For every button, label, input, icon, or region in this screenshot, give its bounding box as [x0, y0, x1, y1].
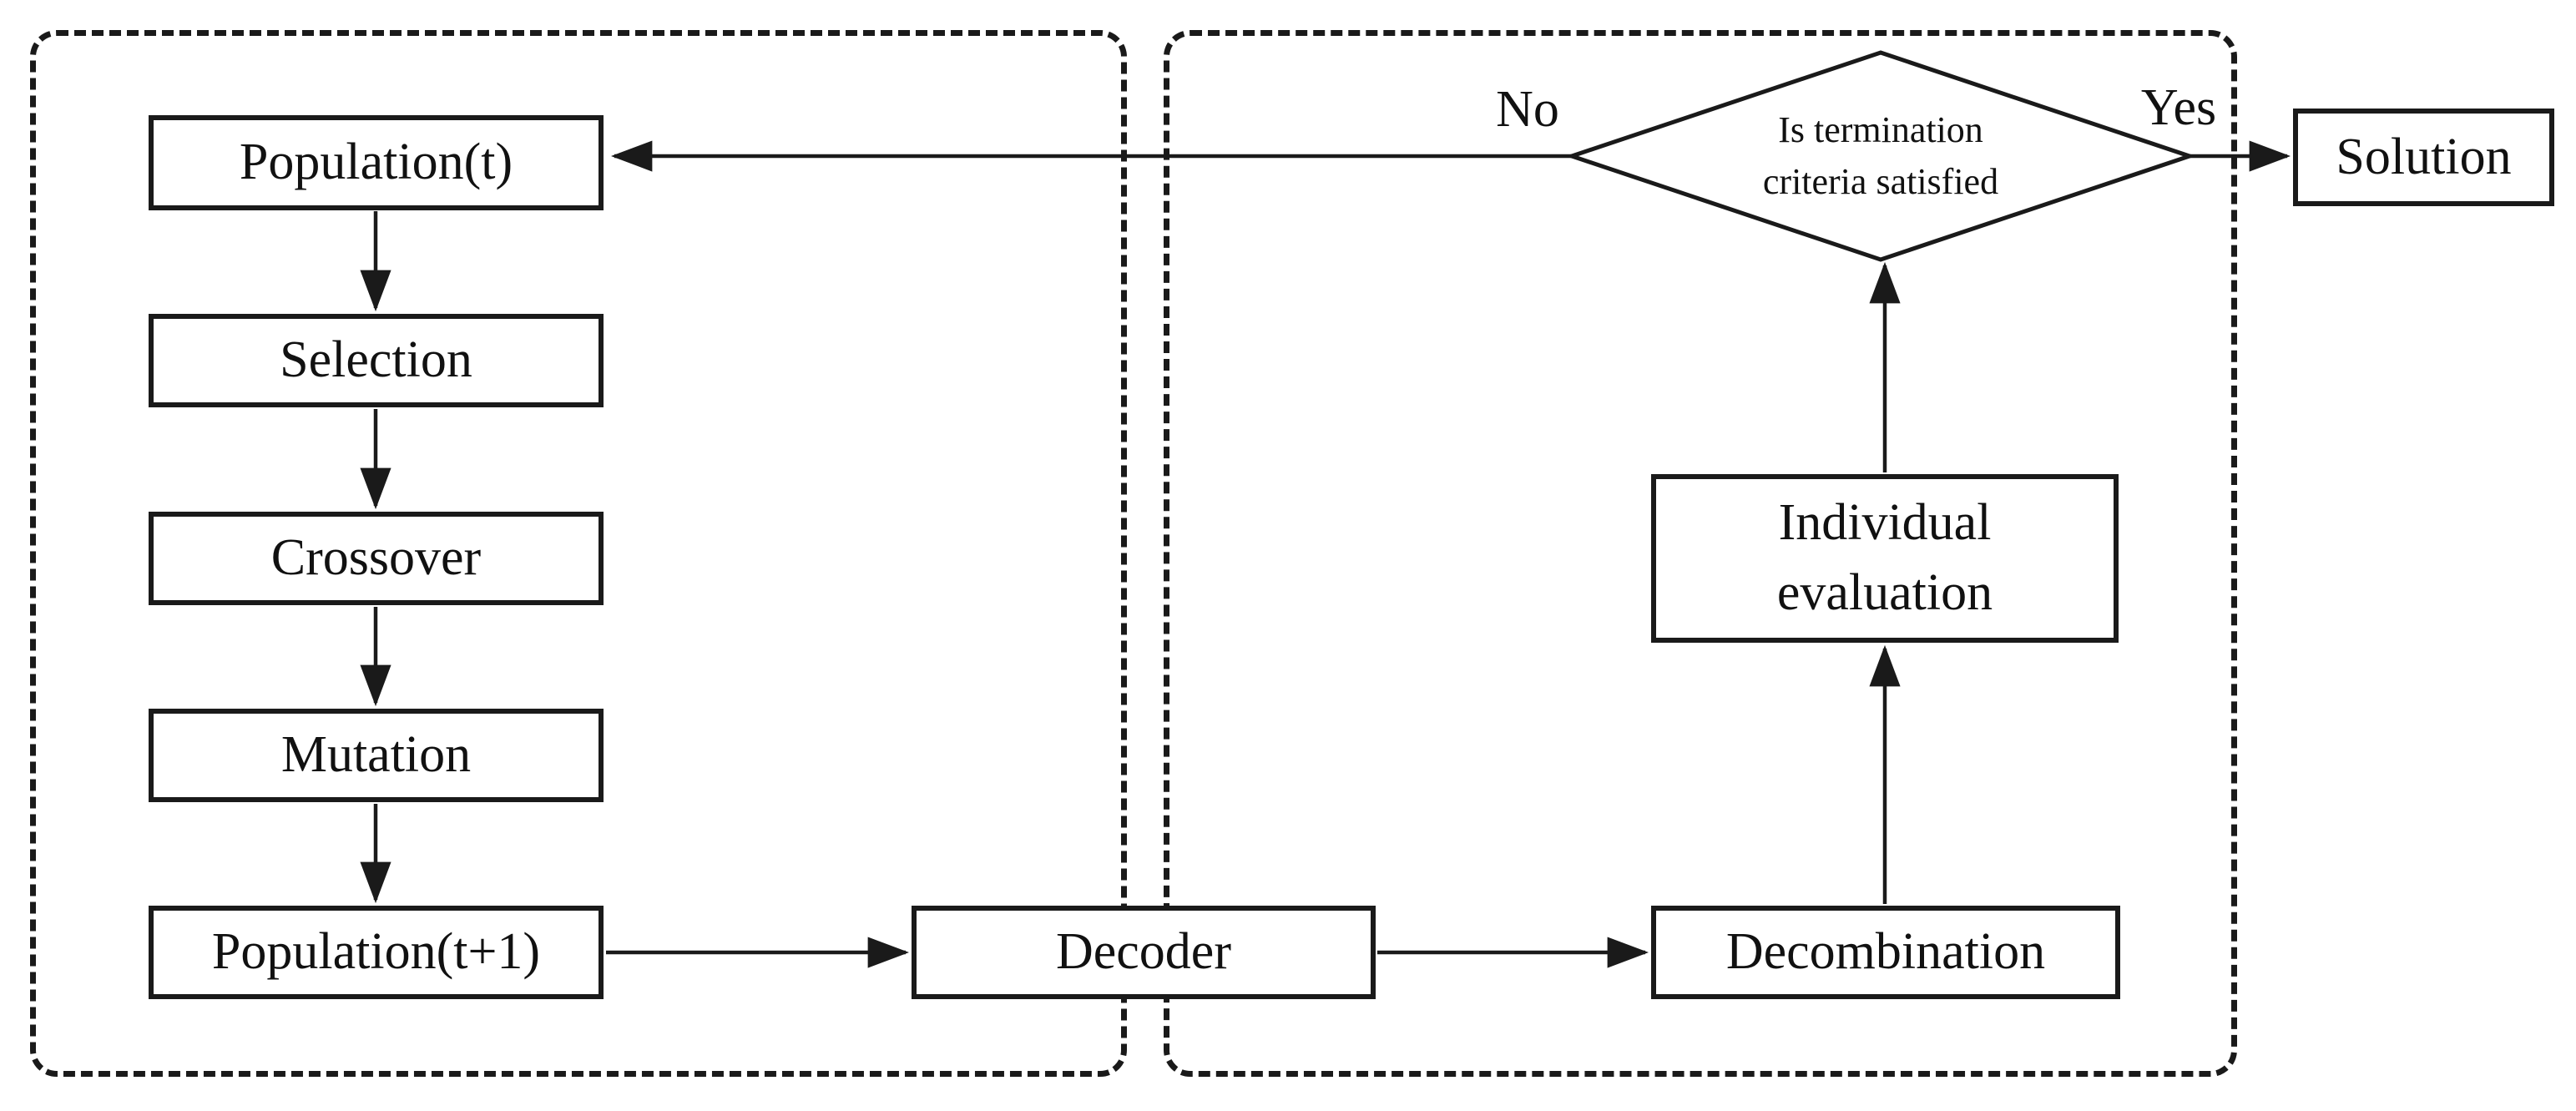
node-crossover: Crossover — [149, 512, 604, 605]
node-decoder-label: Decoder — [1056, 923, 1231, 981]
decision-line1: Is termination — [1778, 109, 1983, 151]
node-individual-evaluation-line1: Individual — [1778, 494, 1992, 552]
node-solution-label: Solution — [2336, 128, 2512, 185]
node-individual-evaluation: Individual evaluation — [1651, 474, 2119, 643]
right-dashed-container — [1164, 30, 2237, 1077]
node-population-t-label: Population(t) — [239, 134, 513, 191]
node-decoder: Decoder — [912, 906, 1376, 999]
left-dashed-container — [30, 30, 1127, 1077]
edge-label-no: No — [1496, 81, 1559, 138]
node-population-t: Population(t) — [149, 115, 604, 210]
node-mutation-label: Mutation — [280, 726, 472, 784]
node-crossover-label: Crossover — [270, 529, 482, 587]
decision-diamond-label: Is termination criteria satisfied — [1714, 100, 2048, 212]
decision-diamond — [1565, 50, 2196, 262]
node-population-t1: Population(t+1) — [149, 906, 604, 999]
node-mutation: Mutation — [149, 709, 604, 802]
node-decombination-label: Decombination — [1725, 923, 2046, 981]
edge-label-yes: Yes — [2140, 79, 2217, 136]
node-population-t1-label: Population(t+1) — [211, 923, 541, 981]
node-solution: Solution — [2293, 109, 2554, 206]
node-selection-label: Selection — [280, 331, 472, 389]
node-individual-evaluation-line2: evaluation — [1776, 564, 1993, 621]
node-decombination: Decombination — [1651, 906, 2120, 999]
node-selection: Selection — [149, 314, 604, 407]
decision-line2: criteria satisfied — [1762, 161, 1999, 202]
